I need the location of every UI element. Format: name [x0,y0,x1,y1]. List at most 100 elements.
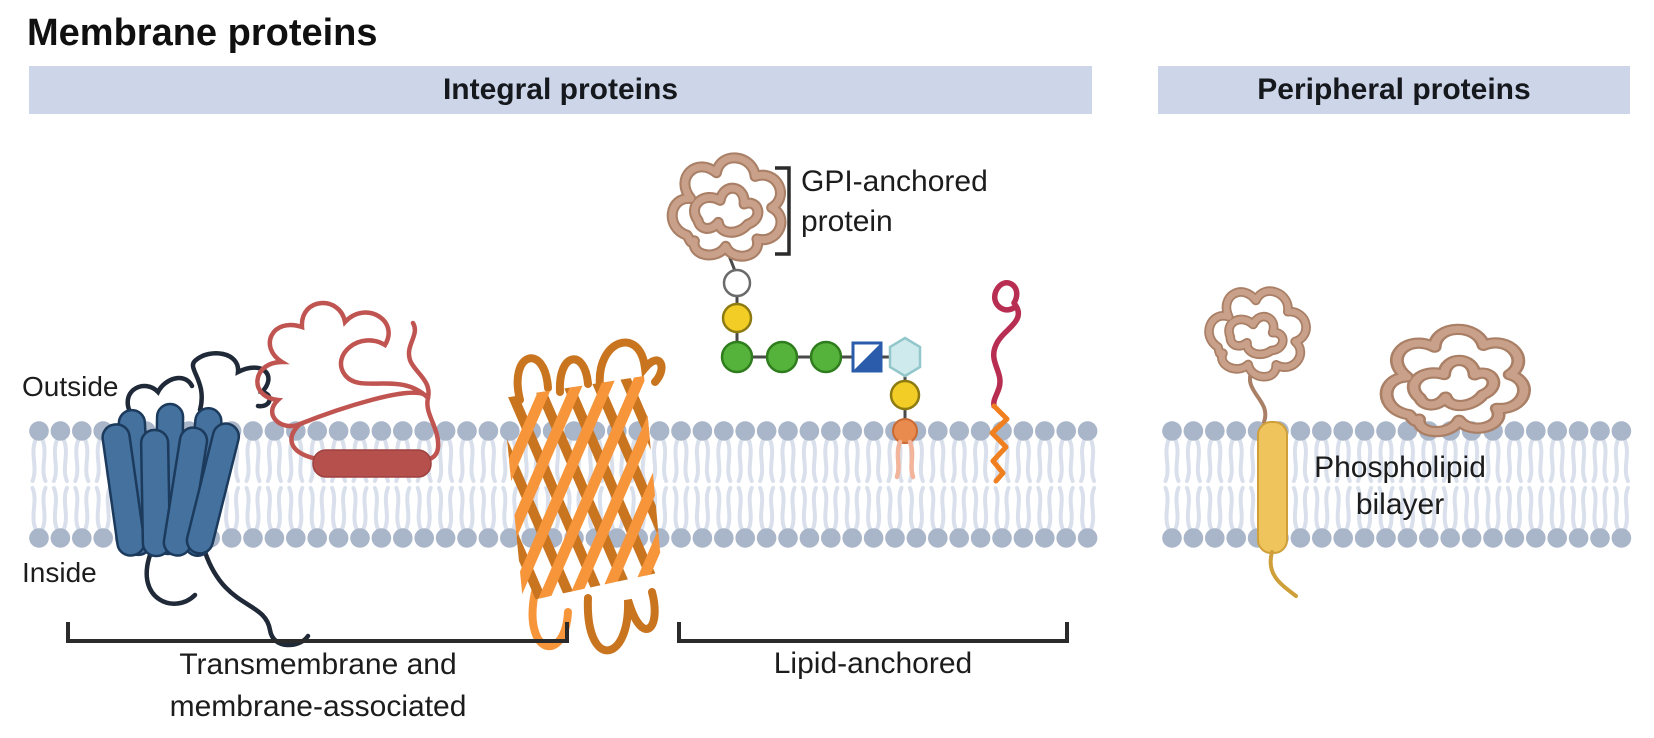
lipid-tail [853,486,861,531]
lipid-tail [972,486,980,531]
lipid-tail [800,438,808,483]
lipid-tail [853,438,861,483]
lipid-head [1526,528,1546,548]
lipid-tail [1505,438,1513,483]
lipid-tail [1014,486,1022,531]
lipid-tail [308,438,316,483]
lipid-tail [1420,438,1428,483]
lipid-tail [736,486,744,531]
lipid-tail [382,486,390,531]
lipid-tail [800,486,808,531]
lipid-tail [1249,438,1257,483]
lipid-tail [1473,486,1481,531]
lipid-tail [1057,486,1065,531]
lipid-head [264,528,285,548]
bilayer-label-line1: Phospholipid [1314,451,1486,484]
lipid-head [1205,528,1225,548]
lipid-tail [661,486,669,531]
lipid-tail [843,438,851,483]
lipid-head [714,528,734,548]
barrel-strand [615,376,662,602]
lipid-tail [1494,486,1502,531]
lipid-tail [479,486,487,531]
lipid-head [328,528,349,548]
lipid-head [500,528,520,548]
lipid-tail [1398,438,1406,483]
lipid-tail [972,438,980,483]
lipid-head [970,421,991,441]
lipid-head [1077,421,1098,441]
lipid-head [50,421,71,441]
lipid-tail [1089,438,1097,483]
lipid-head [393,421,413,441]
lipid-tail [437,438,445,483]
lipid-head [842,421,862,441]
lipid-tail [437,486,445,531]
lipid-head [1226,528,1246,548]
lipid-tail [244,486,252,531]
lipid-tail [1313,486,1321,531]
lipid-tail [1570,486,1578,531]
lipid-tail [736,438,744,483]
lipid-tail [30,486,38,531]
lipid-tail [1601,486,1609,531]
lipid-tail [1515,486,1523,531]
lipid-head [1526,421,1546,441]
lipid-tail [1291,486,1299,531]
lipid-head [1419,528,1439,548]
lipid-tail [1216,438,1224,483]
lipid-tail [810,486,818,531]
lipid-head [1590,528,1610,548]
bracket-transmembrane-group [66,622,569,643]
lipid-head [371,421,392,441]
inside-label: Inside [22,557,97,588]
lipid-tail [1473,438,1481,483]
bracket-gpi-protein [775,166,791,256]
section-header-integral-label: Integral proteins [442,73,679,106]
lipid-head [1162,528,1182,548]
lipid-tail [779,438,787,483]
lipid-tail [40,438,48,483]
lipid-head [414,528,435,548]
lipid-tail [94,438,102,483]
lipid-tail [468,486,476,531]
lipid-tail [51,486,59,531]
barrel-strand [503,376,561,602]
lipid-anchored-protein [989,280,1022,484]
lipid-anchored-group-label: Lipid-anchored [773,647,973,680]
lipid-tail [1344,438,1352,483]
lipid-tail [1548,438,1556,483]
beta-barrel-lattice [503,376,662,602]
lipid-head [1611,421,1632,441]
lipid-tail [1558,438,1566,483]
lipid-tail [447,438,455,483]
glycan-yellow-circle-2 [889,379,921,411]
lipid-tail [865,486,873,531]
lipid-tail [746,486,754,531]
lipid-tail [1527,438,1535,483]
lipid-head [1077,528,1098,548]
lipid-tail [1067,486,1075,531]
bracket-lipid-anchored-group [677,622,1069,643]
membrane-associated-protein [255,300,441,478]
lipid-head [1440,528,1460,548]
lipid-tail [896,486,904,531]
lipid-tail [1334,486,1342,531]
lipid-tail [1366,438,1374,483]
lipid-head [1483,528,1503,548]
gpi-anchored-protein-label: GPI-anchored protein [801,162,988,242]
lipid-tail [501,438,509,483]
lipid-head [1354,528,1375,548]
outside-label: Outside [22,371,119,402]
lipid-head [1504,421,1525,441]
lipid-tail [1591,438,1599,483]
lipid-tail [865,438,873,483]
lipid-tail [1580,486,1588,531]
lipid-tail [489,486,497,531]
lipid-head [243,421,263,441]
lipid-tail [1484,486,1492,531]
lipid-tail [1323,438,1331,483]
lipid-head [393,528,413,548]
lipid-tail [1430,438,1438,483]
lipid-tail [682,486,690,531]
